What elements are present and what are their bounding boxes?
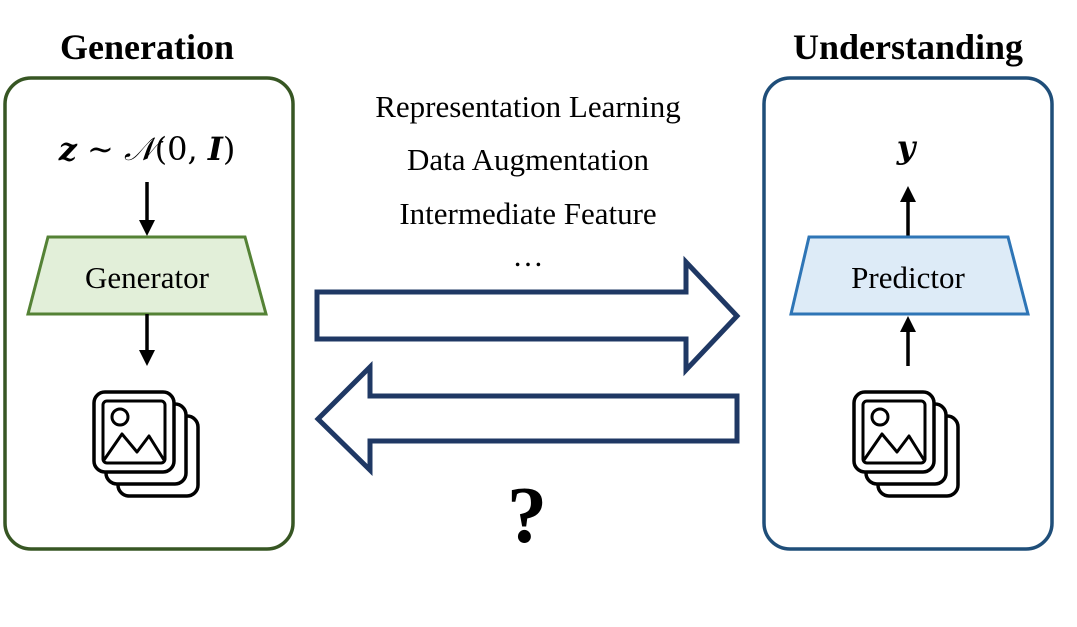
generated-images-icon xyxy=(92,390,200,498)
predictor-to-output-arrow xyxy=(900,186,916,237)
understanding-title: Understanding xyxy=(793,27,1023,67)
generation-panel xyxy=(3,76,295,551)
generator-to-images-arrow xyxy=(139,314,155,366)
forward-benefits-list: Representation Learning Data Augmentatio… xyxy=(375,89,681,273)
latent-variable-z: z xyxy=(58,130,78,168)
generator-label: Generator xyxy=(85,260,210,295)
backward-question-mark: ? xyxy=(507,472,547,560)
forward-item: Data Augmentation xyxy=(407,142,649,177)
generation-title: Generation xyxy=(60,27,234,67)
forward-item: Representation Learning xyxy=(375,89,681,124)
identity-matrix-symbol: I xyxy=(207,130,224,168)
predictor-label: Predictor xyxy=(851,260,965,295)
forward-item: Intermediate Feature xyxy=(399,196,656,231)
predictor-module: Predictor xyxy=(789,235,1030,316)
noise-to-generator-arrow xyxy=(139,182,155,236)
prediction-output-y: y xyxy=(896,128,918,166)
generator-module: Generator xyxy=(26,235,268,316)
understanding-panel xyxy=(762,76,1054,551)
noise-prior-formula: z ∼ 𝒩(0, I) xyxy=(58,130,236,168)
left-hollow-arrow-icon xyxy=(314,360,740,476)
forward-item: … xyxy=(513,238,544,273)
right-hollow-arrow-icon xyxy=(314,255,741,377)
input-images-icon xyxy=(852,390,960,498)
images-to-predictor-arrow xyxy=(900,316,916,366)
